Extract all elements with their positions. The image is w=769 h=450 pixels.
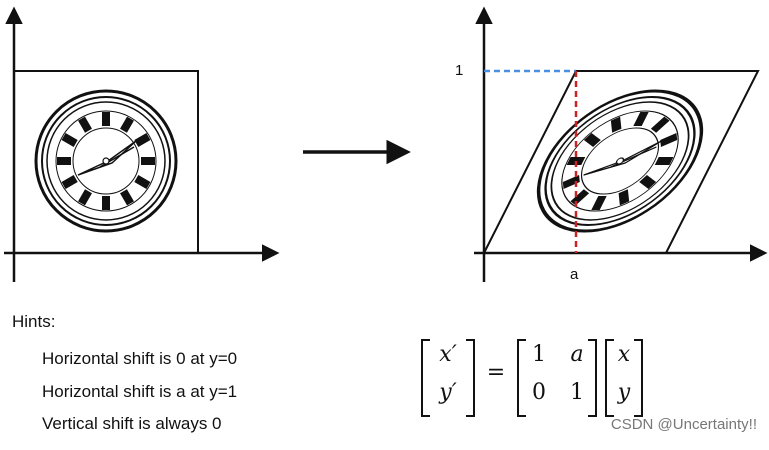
rhs-x: x <box>609 342 639 367</box>
tick-label-y: 1 <box>455 62 463 79</box>
hint-item-2: Horizontal shift is a at y=1 <box>42 382 237 402</box>
hint-item-1: Horizontal shift is 0 at y=0 <box>42 349 237 369</box>
sheared-clock-icon <box>512 91 729 231</box>
matrix-a12: a <box>562 342 592 367</box>
clock-face-icon <box>36 91 176 231</box>
shear-equation: x′ y′ = 1 a 0 1 x y <box>420 338 720 428</box>
matrix-a11: 1 <box>524 342 554 367</box>
hints-title: Hints: <box>12 312 55 332</box>
matrix-a22: 1 <box>562 380 592 405</box>
matrix-a21: 0 <box>524 380 554 405</box>
hint-item-3: Vertical shift is always 0 <box>42 414 222 434</box>
watermark: CSDN @Uncertainty!! <box>611 416 757 433</box>
lhs-x-prime: x′ <box>433 342 463 367</box>
equals-sign: = <box>481 360 511 385</box>
lhs-y-prime: y′ <box>433 380 463 405</box>
tick-label-x: a <box>570 266 578 283</box>
rhs-y: y <box>609 380 639 405</box>
